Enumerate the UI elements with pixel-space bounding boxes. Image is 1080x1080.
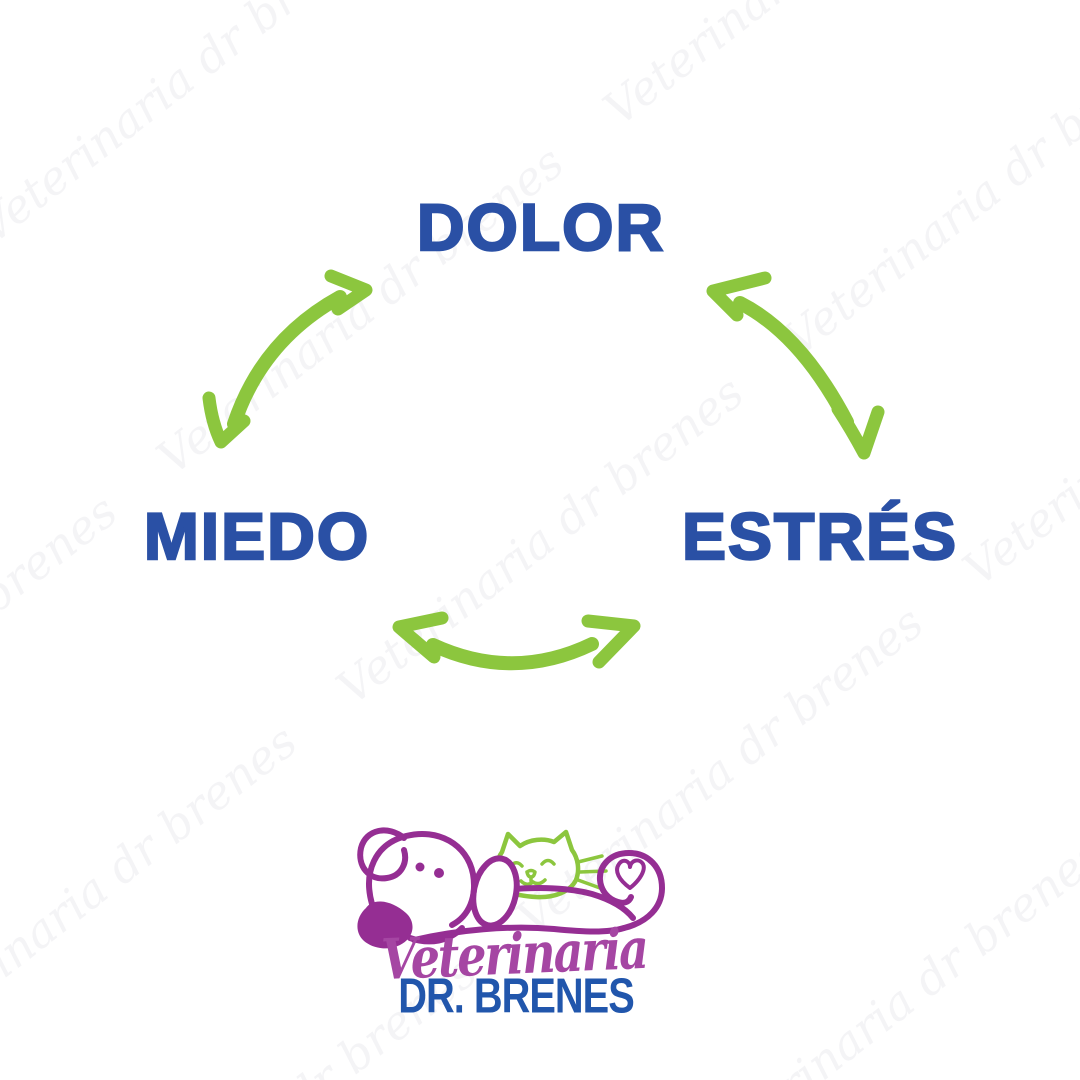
dog-icon: [357, 827, 665, 949]
node-label-miedo: MIEDO: [143, 499, 371, 573]
dog-eye-left: [415, 862, 425, 872]
cycle-arrow-dolor-estres: [706, 271, 885, 460]
dog-cat-illustration: [357, 827, 665, 949]
dog-nose: [357, 901, 413, 949]
dog-head-outline: [366, 831, 477, 928]
node-label-estres: ESTRÉS: [681, 499, 959, 573]
cycle-arrow-miedo-dolor: [202, 269, 373, 449]
node-label-dolor: DOLOR: [416, 190, 666, 264]
dog-eye-right: [434, 868, 444, 878]
dog-tail-curl: [596, 850, 665, 931]
logo-name-text: DR. BRENES: [398, 968, 635, 1024]
dog-belly-line: [411, 924, 627, 943]
clinic-logo: Veterinaria DR. BRENES: [350, 810, 710, 1040]
dog-left-ear: [357, 827, 408, 882]
cat-eyes: [508, 858, 556, 869]
dog-mouth-line: [407, 925, 465, 945]
cycle-arrow-miedo-estres: [392, 611, 641, 671]
heart-icon: [615, 858, 646, 890]
cat-nose-mouth: [519, 868, 547, 886]
